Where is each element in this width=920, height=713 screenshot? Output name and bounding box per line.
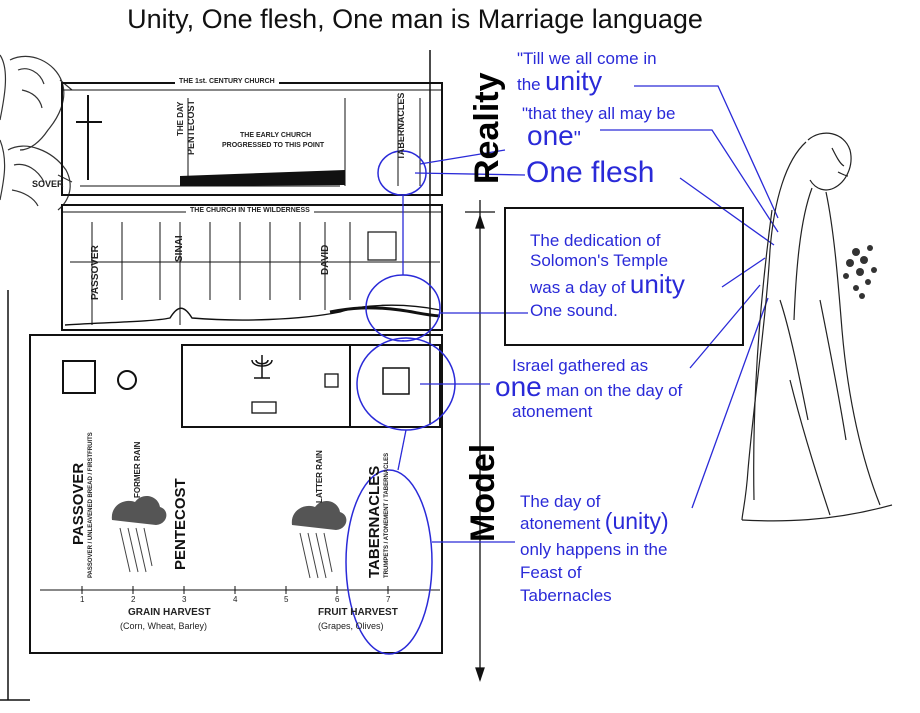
dedication-line-1: The dedication of <box>530 231 661 250</box>
fruit-harvest-sub: (Grapes, Olives) <box>318 621 384 631</box>
month-label: 4 <box>233 595 238 604</box>
wilderness-panel <box>61 204 443 331</box>
till-line-1: "Till we all come in <box>517 49 657 68</box>
bride-sketch <box>741 132 893 522</box>
till-line-2: the unity <box>517 68 602 95</box>
one-flesh-label: One flesh <box>526 156 655 189</box>
day-line-5: Tabernacles <box>520 586 612 605</box>
progress-wedge <box>180 170 345 186</box>
laver-square <box>62 360 96 394</box>
grain-harvest-label: GRAIN HARVEST <box>128 607 211 618</box>
model-panel <box>29 334 443 654</box>
cross-icon <box>76 95 102 180</box>
feast-tabernacles-label: TABERNACLES <box>366 465 383 578</box>
altar-circle <box>117 370 137 390</box>
israel-line-1: Israel gathered as <box>512 356 649 375</box>
dedication-line-2: Solomon's Temple <box>530 251 669 270</box>
day-line-2: atonement (unity) <box>520 510 669 534</box>
month-label: 6 <box>335 595 340 604</box>
israel-man: man on the day of <box>546 381 683 400</box>
month-label: 5 <box>284 595 289 604</box>
top-early-church-2: PROGRESSED TO THIS POINT <box>222 142 325 149</box>
former-rain-cloud <box>111 495 167 573</box>
highlight-connectors <box>397 195 407 471</box>
mid-panel-title: THE CHURCH IN THE WILDERNESS <box>186 207 314 214</box>
till-unity: unity <box>545 66 603 96</box>
israel-line-3: atonement <box>512 402 593 421</box>
day-unity: (unity) <box>604 508 669 534</box>
till-the: the <box>517 75 541 94</box>
feast-pentecost-label: PENTECOST <box>172 478 189 570</box>
that-one: one <box>527 120 574 151</box>
menorah-icon <box>251 355 273 379</box>
dedication-unity: unity <box>629 269 685 299</box>
ark-square <box>382 367 410 395</box>
mid-sinai-label: SINAI <box>174 235 185 262</box>
month-label: 1 <box>80 595 85 604</box>
dedication-line-4: One sound. <box>530 301 618 320</box>
month-axis <box>40 586 440 594</box>
top-tabernacles-label: TABERNACLES <box>396 92 406 160</box>
top-the-day-label: THE DAY <box>176 101 185 136</box>
mid-passover-label: PASSOVER <box>90 245 101 300</box>
top-passover-label: SOVER <box>32 179 64 189</box>
timeline-ticks <box>91 222 351 325</box>
top-early-church-1: THE EARLY CHURCH <box>240 132 312 139</box>
tabernacle-outline <box>181 344 441 428</box>
dedication-box <box>504 207 744 346</box>
fruit-harvest-label: FRUIT HARVEST <box>318 607 398 618</box>
that-quote: " <box>573 128 581 150</box>
month-label: 2 <box>131 595 136 604</box>
latter-rain-label: LATTER RAIN <box>315 450 324 503</box>
showbread-table <box>324 373 339 388</box>
day-line-4: Feast of <box>520 563 582 582</box>
that-line-2: one" <box>527 122 581 150</box>
feast-passover-label: PASSOVER <box>70 462 87 545</box>
page-title: Unity, One flesh, One man is Marriage la… <box>127 4 703 34</box>
that-line-1: "that they all may be <box>522 104 676 123</box>
israel-line-2: one man on the day of <box>495 373 682 401</box>
dedication-day-of: was a day of <box>530 278 626 297</box>
highlight-circles <box>345 150 456 655</box>
top-panel-title: THE 1st. CENTURY CHURCH <box>175 78 279 85</box>
month-label: 3 <box>182 595 187 604</box>
day-line-1: The day of <box>520 492 601 511</box>
model-arrow <box>465 200 495 683</box>
grain-harvest-sub: (Corn, Wheat, Barley) <box>120 621 208 631</box>
mid-david-label: DAVID <box>320 244 331 275</box>
dedication-line-3: was a day of unity <box>530 271 685 298</box>
former-rain-label: FORMER RAIN <box>133 441 142 498</box>
feast-passover-sub: PASSOVER / UNLEAVENED BREAD / FIRSTFRUIT… <box>88 432 94 578</box>
latter-rain-cloud <box>291 500 347 579</box>
bouquet-icon <box>843 245 877 299</box>
feast-tabernacles-sub: TRUMPETS / ATONEMENT / TABERNACLES <box>384 452 390 578</box>
month-label: 7 <box>386 595 391 604</box>
top-pentecost-label: PENTECOST <box>186 99 196 155</box>
day-atonement: atonement <box>520 514 601 533</box>
israel-one: one <box>495 371 542 402</box>
model-label: Model <box>464 443 502 542</box>
reality-label: Reality <box>468 72 506 185</box>
day-line-3: only happens in the <box>520 540 668 559</box>
incense-altar <box>251 401 277 414</box>
